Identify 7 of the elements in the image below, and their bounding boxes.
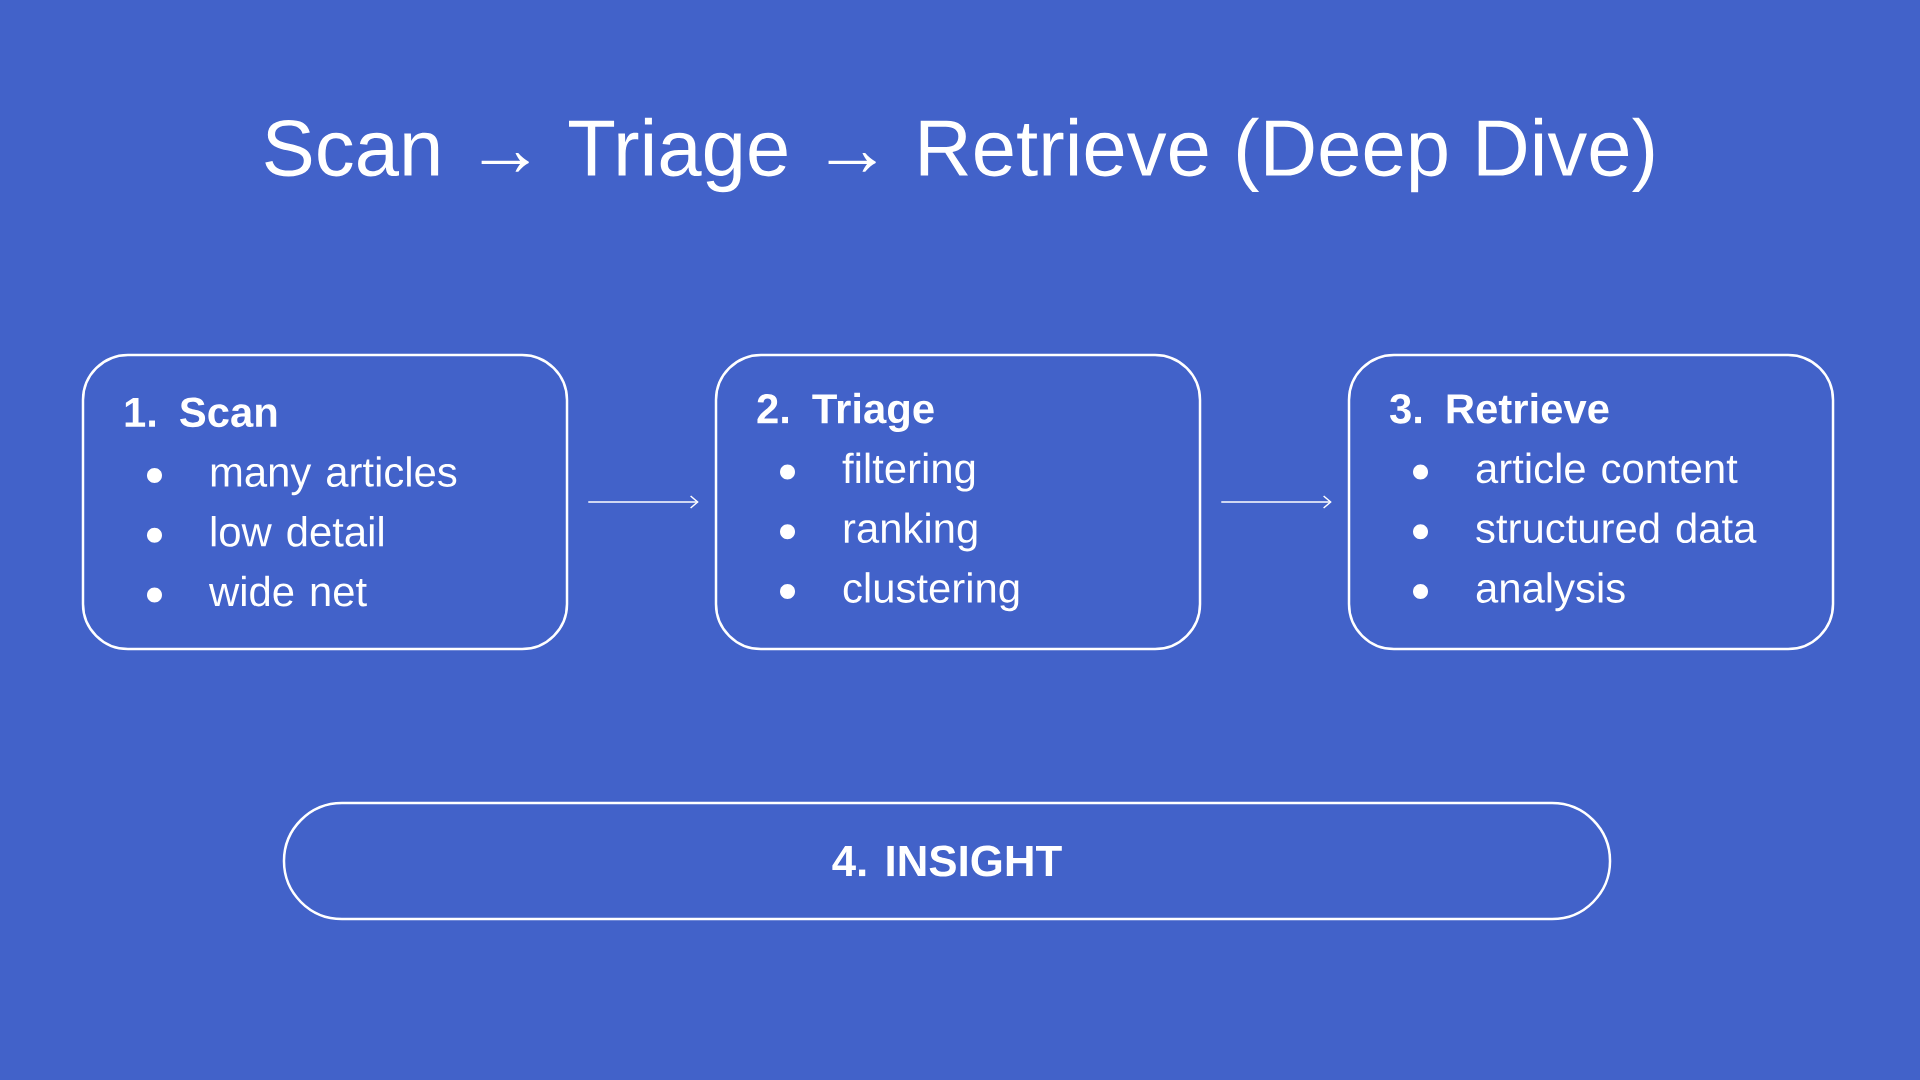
process-box: 1. Scan many articles low detail wide net <box>81 353 569 651</box>
process-box: 4. INSIGHT <box>282 801 1612 921</box>
arrow <box>587 495 699 509</box>
arrow <box>1220 495 1332 509</box>
process-box: 3. Retrieve article content structured data analysis <box>1347 353 1835 651</box>
process-box: 2. Triage filtering ranking clustering <box>714 353 1202 651</box>
title: Scan → Triage → Retrieve (Deep Dive) <box>265 117 1654 193</box>
